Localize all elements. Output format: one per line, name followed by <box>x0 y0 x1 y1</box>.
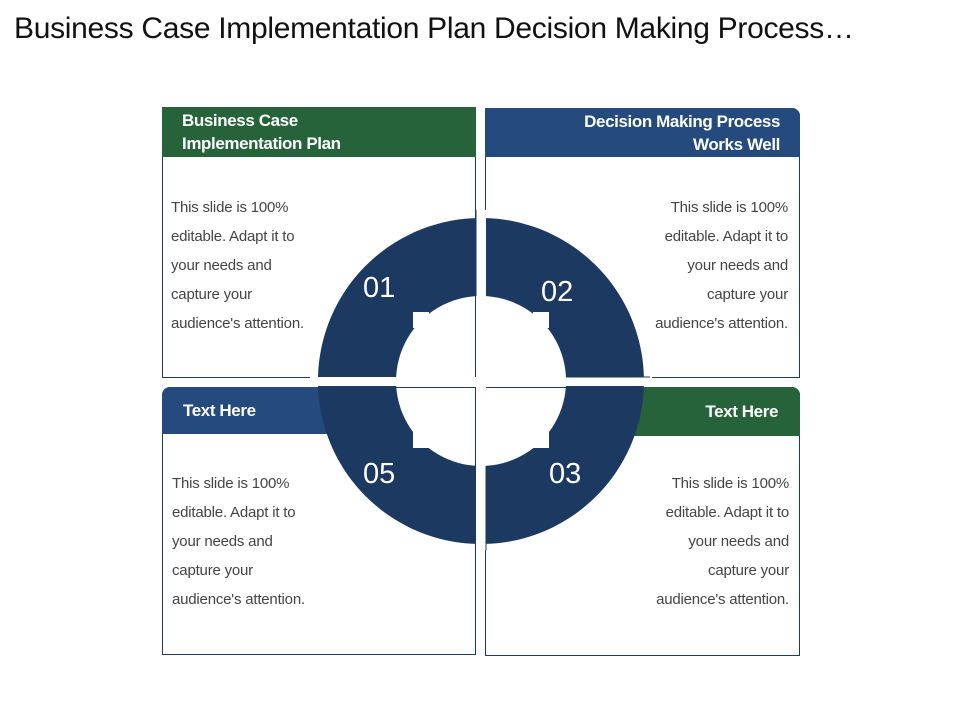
body-line: audience's attention. <box>656 591 789 608</box>
body-line: audience's attention. <box>655 315 788 332</box>
body-line: editable. Adapt it to <box>665 504 790 521</box>
body-line: editable. Adapt it to <box>664 228 789 245</box>
segment-number-03: 03 <box>549 458 582 490</box>
body-line: capture your <box>707 286 788 303</box>
card-heading-line: Implementation Plan <box>182 134 341 153</box>
card-body-text: This slide is 100% editable. Adapt it to… <box>656 469 789 614</box>
card-body-text: This slide is 100% editable. Adapt it to… <box>172 469 305 614</box>
body-line: audience's attention. <box>172 591 305 608</box>
card-heading-line: Decision Making Process <box>584 111 780 131</box>
body-line: This slide is 100% <box>172 475 290 492</box>
body-line: This slide is 100% <box>171 199 289 216</box>
card-heading-line: Works Well <box>692 134 780 154</box>
card-heading-line: Text Here <box>183 401 256 420</box>
notch <box>413 312 429 328</box>
body-line: your needs and <box>171 257 272 274</box>
ring-gap-horizontal <box>310 377 652 386</box>
body-line: This slide is 100% <box>670 199 788 216</box>
card-heading-line: Business Case <box>182 111 298 130</box>
body-line: editable. Adapt it to <box>172 504 296 521</box>
body-line: your needs and <box>687 257 788 274</box>
ring-annulus <box>317 218 644 544</box>
segment-number-01: 01 <box>363 272 396 304</box>
notch <box>533 432 549 448</box>
body-line: capture your <box>171 286 252 303</box>
notch <box>413 432 429 448</box>
card-header-business-case: Business Case Implementation Plan <box>162 107 476 157</box>
card-header-text-here-left: Text Here <box>162 387 332 434</box>
card-body-text: This slide is 100% editable. Adapt it to… <box>655 193 788 338</box>
slide-title: Business Case Implementation Plan Decisi… <box>14 12 854 45</box>
card-heading-line: Text Here <box>705 402 778 421</box>
card-header-text-here-right: Text Here <box>630 387 800 436</box>
body-line: your needs and <box>172 533 273 550</box>
body-line: audience's attention. <box>171 315 304 332</box>
body-line: capture your <box>172 562 253 579</box>
segment-number-05: 05 <box>363 458 396 490</box>
body-line: editable. Adapt it to <box>171 228 295 245</box>
body-line: your needs and <box>688 533 789 550</box>
body-line: This slide is 100% <box>671 475 789 492</box>
notch <box>533 312 549 328</box>
segment-number-02: 02 <box>541 276 574 308</box>
card-body-text: This slide is 100% editable. Adapt it to… <box>171 193 304 338</box>
card-header-decision-making: Decision Making Process Works Well <box>485 108 800 157</box>
body-line: capture your <box>708 562 789 579</box>
